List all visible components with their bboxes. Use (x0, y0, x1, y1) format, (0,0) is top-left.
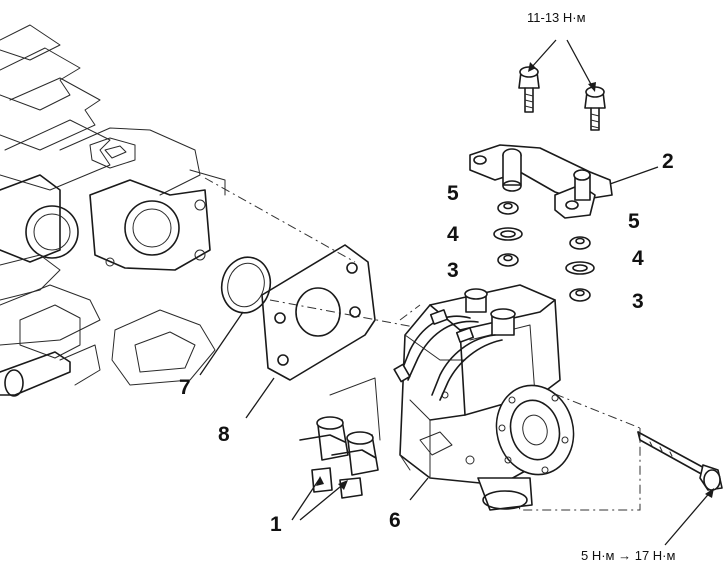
pump-fittings (464, 288, 516, 336)
mounting-brackets (469, 144, 613, 219)
top-bolts (518, 66, 606, 131)
callout-3-left: 3 (447, 259, 459, 282)
callout-4-left: 4 (447, 223, 459, 246)
callout-5-left: 5 (447, 182, 459, 205)
callout-2: 2 (662, 150, 674, 173)
washer-stack-left (493, 201, 523, 267)
callout-4-right: 4 (632, 247, 644, 270)
engine-block-outline (0, 24, 226, 397)
pump-hoses (393, 309, 503, 401)
pump-housing (393, 284, 575, 511)
callout-6: 6 (389, 509, 401, 532)
hose-clamps (299, 377, 381, 499)
callout-8: 8 (218, 423, 230, 446)
callout-5-right: 5 (628, 210, 640, 233)
arrow-heads (316, 62, 714, 498)
callout-1: 1 (270, 513, 282, 536)
long-bolt-torque-label: 5 Н·м → 17 Н·м (581, 548, 676, 563)
washer-stack-right (565, 236, 595, 302)
callout-7: 7 (179, 376, 191, 399)
callout-3-right: 3 (632, 290, 644, 313)
gasket (261, 244, 376, 381)
pump-front-flange (495, 384, 575, 476)
long-bolt (637, 431, 723, 491)
top-bolts-torque-label: 11-13 Н·м (527, 10, 586, 25)
leader-lines (199, 39, 713, 546)
o-ring (220, 256, 272, 314)
